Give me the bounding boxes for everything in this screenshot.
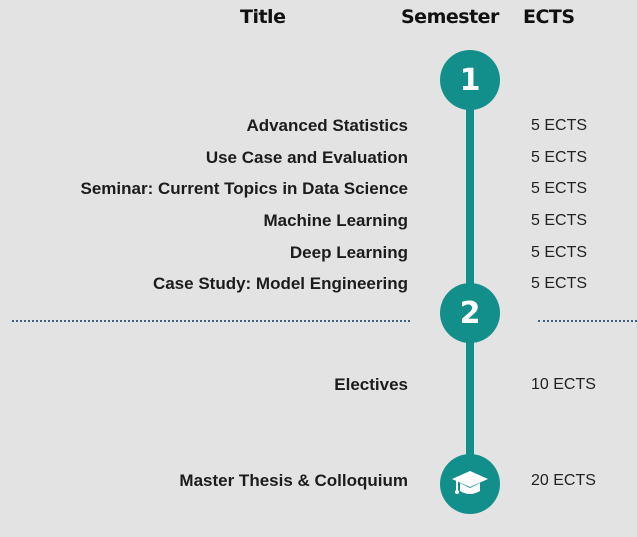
course-ects: 5 ECTS: [531, 212, 588, 229]
course-ects: 10 ECTS: [531, 376, 596, 393]
column-header-title: Title: [240, 6, 286, 28]
course-title: Seminar: Current Topics in Data Science: [80, 179, 409, 198]
course-title: Use Case and Evaluation: [205, 148, 408, 167]
graduation-cap-icon: [452, 471, 488, 494]
course-title: Electives: [334, 375, 408, 394]
course-ects: 5 ECTS: [531, 149, 588, 166]
semester-2-label: 2: [459, 295, 481, 331]
course-title: Master Thesis & Colloquium: [179, 471, 408, 490]
course-ects: 5 ECTS: [531, 117, 588, 134]
semester-divider-left: [12, 320, 410, 322]
column-header-ects: ECTS: [523, 6, 575, 28]
semester-2-node: 2: [440, 283, 500, 343]
column-header-semester: Semester: [401, 6, 499, 28]
course-title: Advanced Statistics: [246, 116, 408, 135]
semester-divider-right: [538, 320, 637, 322]
course-ects: 5 ECTS: [531, 244, 588, 261]
course-title: Deep Learning: [289, 243, 408, 262]
course-title: Machine Learning: [263, 211, 408, 230]
course-title: Case Study: Model Engineering: [152, 274, 408, 293]
semester-1-node: 1: [440, 50, 500, 110]
course-ects: 5 ECTS: [531, 275, 588, 292]
course-ects: 5 ECTS: [531, 180, 588, 197]
course-ects: 20 ECTS: [531, 472, 596, 489]
semester-1-label: 1: [459, 62, 481, 98]
graduation-node: [440, 454, 500, 514]
